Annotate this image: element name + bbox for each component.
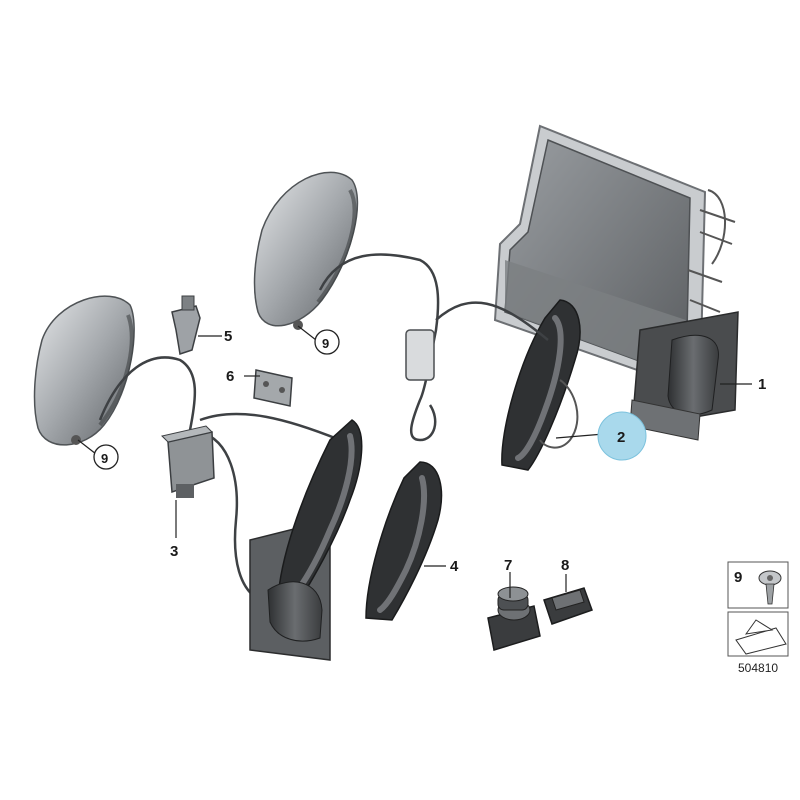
headrest-lower [33,295,135,446]
headrest-lower-cable [98,356,197,431]
legend-item-9-label: 9 [734,569,742,586]
side-trim-panel-lower [249,419,363,661]
callout-7: 7 [504,557,512,574]
control-unit [161,425,215,498]
mounting-bracket [171,295,201,355]
switch-knob [487,586,541,651]
callout-9-lower: 9 [101,451,108,466]
diagram-code: 504810 [738,661,778,675]
screw-icon [758,570,782,605]
callout-5: 5 [224,328,232,345]
arrow-icon [735,619,787,655]
legend-box: 9 504810 [727,561,789,675]
callout-9-upper: 9 [322,336,329,351]
mounting-plate [253,369,293,407]
switch-button [543,587,593,625]
headrest-upper [253,171,359,330]
connector-upper [405,329,435,381]
callout-2-highlight [597,411,647,461]
leader-lines [77,325,752,598]
callout-1: 1 [758,376,766,393]
trim-strip [365,461,443,621]
callout-8: 8 [561,557,569,574]
side-trim-panel-upper [501,299,581,471]
callout-2: 2 [617,429,625,446]
callout-3: 3 [170,543,178,560]
callout-4: 4 [450,558,459,575]
callout-6: 6 [226,368,234,385]
